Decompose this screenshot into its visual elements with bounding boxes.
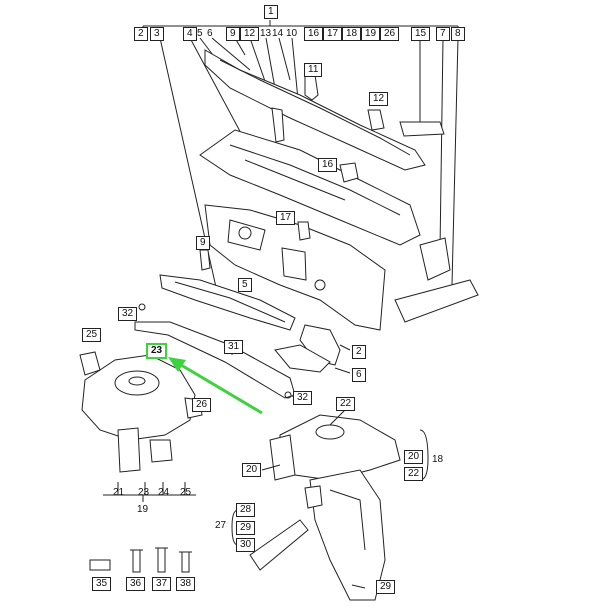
part-label-12: 12 (369, 92, 389, 106)
callout-5: 5 (197, 28, 203, 39)
callout-17: 17 (323, 27, 343, 41)
part-label-37: 37 (152, 577, 172, 591)
part-label-20-right: 20 (404, 450, 424, 464)
part-label-6: 6 (352, 368, 366, 382)
part-label-38: 38 (176, 577, 196, 591)
part-label-22-top: 22 (336, 397, 356, 411)
part-label-29-bottom: 29 (376, 580, 396, 594)
callout-19: 19 (361, 27, 381, 41)
part-label-26: 26 (192, 398, 212, 412)
callout-4: 4 (183, 27, 197, 41)
callout-6: 6 (207, 28, 213, 39)
part-label-25-top: 25 (82, 328, 102, 342)
part-label-22-bottom: 22 (404, 467, 424, 481)
part-label-21: 21 (113, 487, 125, 498)
part-label-18: 18 (432, 454, 444, 465)
part-label-35: 35 (92, 577, 112, 591)
part-label-5: 5 (238, 278, 252, 292)
part-label-28: 28 (236, 503, 256, 517)
part-label-27: 27 (215, 520, 227, 531)
part-label-9: 9 (196, 236, 210, 250)
part-label-2: 2 (352, 345, 366, 359)
callout-1: 1 (264, 5, 278, 19)
callout-8: 8 (451, 27, 465, 41)
highlight-arrow (168, 357, 263, 415)
part-label-16: 16 (318, 158, 338, 172)
callout-16: 16 (304, 27, 324, 41)
callout-15: 15 (411, 27, 431, 41)
part-label-19: 19 (137, 504, 149, 515)
callout-3: 3 (150, 27, 164, 41)
part-label-17: 17 (276, 211, 296, 225)
callout-12: 12 (240, 27, 260, 41)
part-label-30: 30 (236, 538, 256, 552)
part-label-25-bottom: 25 (180, 487, 192, 498)
callout-7: 7 (436, 27, 450, 41)
part-label-20-left: 20 (242, 463, 262, 477)
part-label-11: 11 (304, 63, 323, 77)
part-label-23-highlighted: 23 (146, 343, 168, 359)
callout-26: 26 (380, 27, 400, 41)
callout-9: 9 (226, 27, 240, 41)
part-label-31: 31 (224, 340, 244, 354)
part-label-23-bottom: 23 (138, 487, 150, 498)
part-label-32-top: 32 (118, 307, 138, 321)
callout-10: 10 (286, 28, 298, 39)
callout-14: 14 (272, 28, 284, 39)
part-label-29-left: 29 (236, 521, 256, 535)
callout-18: 18 (342, 27, 362, 41)
callout-2: 2 (134, 27, 148, 41)
callout-13: 13 (260, 28, 272, 39)
part-label-32-bottom: 32 (293, 391, 313, 405)
part-label-36: 36 (126, 577, 146, 591)
part-label-24: 24 (158, 487, 170, 498)
